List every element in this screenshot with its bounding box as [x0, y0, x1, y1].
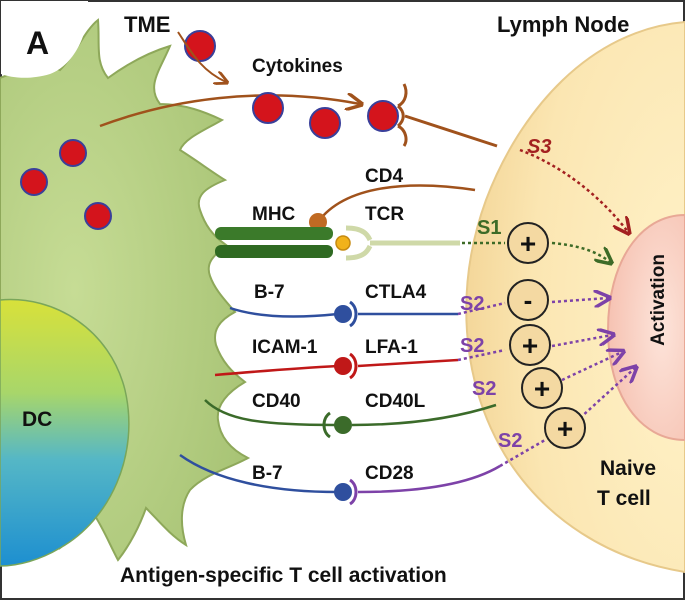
svg-text:+: +	[520, 228, 536, 259]
svg-text:+: +	[522, 330, 538, 361]
sign-lfa1: +	[509, 324, 551, 366]
ctla4-receptor	[349, 300, 358, 328]
cd28-label: CD28	[365, 463, 414, 484]
cd40l-label: CD40L	[365, 391, 426, 412]
b7-top-ligand	[334, 305, 352, 323]
dc-cytokines	[20, 139, 112, 230]
secreted-cytokines	[252, 92, 399, 139]
sign-ctla4: -	[507, 279, 549, 321]
s2-lfa1-arrow	[551, 335, 612, 348]
icam1-line	[214, 364, 339, 377]
lfa1-line	[357, 358, 459, 368]
antigen-peptide	[335, 235, 351, 251]
tme-cytokine	[184, 30, 216, 62]
b7-cd28-line-left	[179, 453, 339, 494]
s2-lfa1-in	[457, 348, 506, 362]
sign-cd28: +	[544, 407, 586, 449]
cytokines-label: Cytokines	[252, 56, 343, 77]
sign-cd40l: +	[521, 367, 563, 409]
cd4-head	[309, 213, 327, 231]
s3-arrow	[519, 148, 628, 232]
cytokine-secretion-arrow	[99, 95, 360, 128]
icam1-ligand	[334, 357, 352, 375]
cd28-line	[357, 464, 501, 494]
cd40-label: CD40	[252, 391, 301, 412]
b7-ctla4-line-left	[229, 306, 339, 318]
ctla4-label: CTLA4	[365, 282, 427, 303]
cd4-label: CD4	[365, 166, 403, 187]
b7-bottom-ligand	[334, 483, 352, 501]
tcr-molecule	[345, 225, 460, 261]
cd40-receptor	[322, 411, 331, 439]
lymph-node-label: Lymph Node	[497, 12, 629, 37]
tme-label: TME	[124, 12, 170, 37]
panel-badge	[1, 1, 89, 78]
mhc-molecule	[215, 227, 333, 258]
naive-t-cell	[465, 20, 685, 574]
lfa1-receptor	[349, 352, 358, 380]
caption: Antigen-specific T cell activation	[120, 564, 447, 587]
cd4-line	[316, 184, 476, 223]
svg-text:+: +	[557, 413, 573, 444]
cd28-receptor	[349, 478, 358, 506]
s3-label: S3	[527, 136, 551, 158]
activation-label: Activation	[648, 254, 669, 346]
s2-label-cd40l: S2	[472, 378, 496, 400]
s2-label-lfa1: S2	[460, 335, 484, 357]
svg-text:-: -	[524, 285, 533, 315]
tme-arrow	[177, 31, 226, 82]
svg-text:+: +	[534, 373, 550, 404]
cytokine-receptor	[396, 83, 498, 148]
s2-ctla4-in	[457, 301, 506, 316]
mhc-label: MHC	[252, 204, 296, 225]
b7-bottom-label: B-7	[252, 463, 283, 484]
s1-arrow	[551, 241, 610, 262]
cd40-line	[204, 399, 336, 427]
naive-label: Naive	[600, 457, 656, 480]
b7-top-label: B-7	[254, 282, 285, 303]
cd40l-line	[351, 403, 497, 427]
cd40l-ligand	[334, 416, 352, 434]
s1-label: S1	[477, 217, 501, 239]
panel-letter: A	[26, 25, 49, 61]
lfa1-label: LFA-1	[365, 337, 418, 358]
s2-cd28-arrow	[579, 368, 635, 419]
tcr-label: TCR	[365, 204, 404, 225]
dc-nucleus	[0, 298, 130, 567]
s2-cd40l-arrow	[561, 352, 622, 382]
s2-label-ctla4: S2	[460, 293, 484, 315]
s2-cd28-in	[499, 438, 546, 468]
sign-s1: +	[507, 222, 549, 264]
t-cell-label: T cell	[597, 487, 651, 510]
dc-label: DC	[22, 408, 52, 431]
s2-label-cd28: S2	[498, 430, 522, 452]
icam1-label: ICAM-1	[252, 337, 318, 358]
